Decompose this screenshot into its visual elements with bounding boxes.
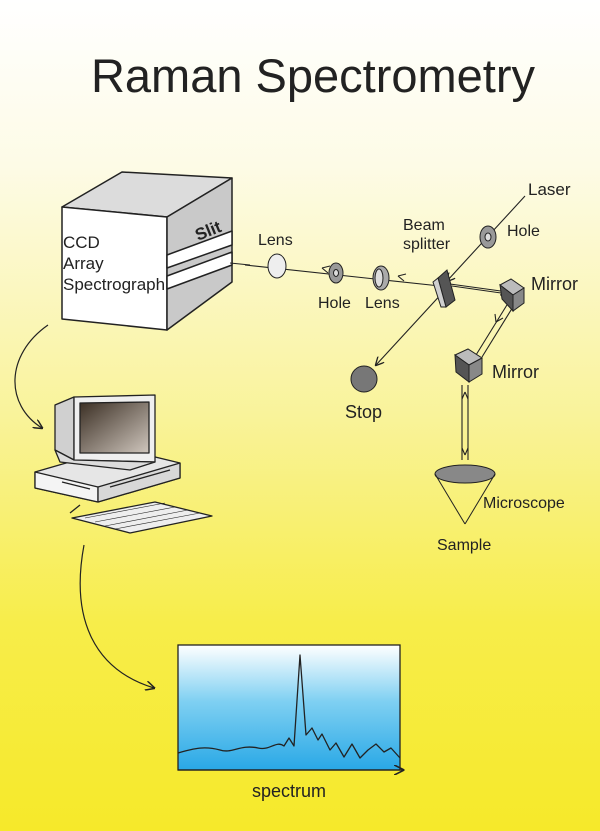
page-title: Raman Spectrometry: [91, 49, 536, 102]
arrow-to-computer: [14, 324, 49, 428]
ccd-spectrograph: [61, 171, 233, 331]
beam-splitter-label-2: splitter: [403, 236, 451, 253]
mirror-1: [499, 278, 525, 313]
hole-top-label: Hole: [507, 223, 540, 240]
hole-mid-label: Hole: [318, 295, 351, 312]
lens-left: [267, 253, 287, 279]
slit-bar-top: [166, 230, 233, 269]
sample-label: Sample: [437, 537, 491, 554]
computer: [34, 394, 213, 534]
top-hole: [479, 225, 497, 249]
array-label: Array: [63, 254, 104, 273]
beam-paths: [229, 195, 526, 460]
microscope: [434, 464, 496, 525]
spectrum-trace: [177, 654, 401, 759]
lens-left-label: Lens: [258, 232, 293, 249]
ccd-label: CCD: [63, 233, 100, 252]
mirror-2: [454, 348, 483, 384]
spectrograph-label: Spectrograph: [63, 275, 165, 294]
laser-label: Laser: [528, 180, 571, 199]
mirror-1-label: Mirror: [531, 274, 578, 294]
stop-disk: [350, 365, 378, 393]
mid-hole: [328, 262, 344, 284]
lens-mid-label: Lens: [365, 295, 400, 312]
spectrum-panel: [177, 644, 403, 770]
beam-splitter-label-1: Beam: [403, 217, 445, 234]
arrow-to-spectrum: [79, 544, 154, 688]
microscope-label: Microscope: [483, 495, 565, 512]
beam-splitter: [432, 269, 456, 308]
lens-mid: [372, 265, 390, 291]
spectrum-label: spectrum: [252, 781, 326, 801]
slit-bar-bottom: [166, 251, 233, 290]
stop-label: Stop: [345, 402, 382, 422]
mirror-2-label: Mirror: [492, 362, 539, 382]
